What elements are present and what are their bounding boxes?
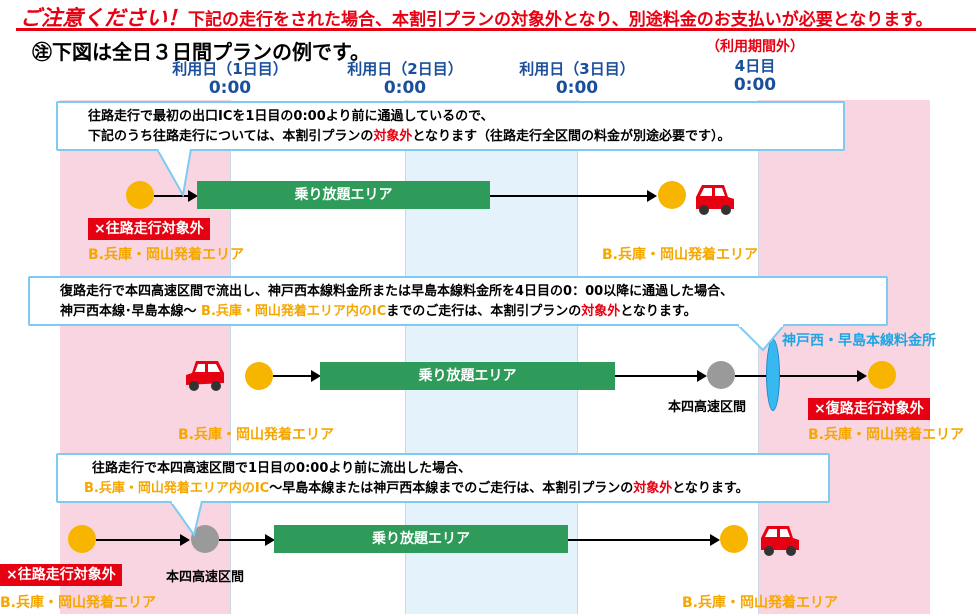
day3-line	[577, 100, 578, 614]
scenario2-honshi-point	[707, 361, 735, 389]
scenario2-exclusion-badge: ×復路走行対象外	[808, 398, 930, 420]
day2-label: 利用日（2日目）0:00	[347, 60, 463, 98]
scenario3-arrow-out	[568, 534, 720, 546]
day1-label: 利用日（1日目）0:00	[172, 60, 288, 98]
scenario3-arrow-mid	[219, 534, 275, 546]
warning-heading: ご注意ください！下記の走行をされた場合、本割引プランの対象外となり、別途料金のお…	[20, 6, 933, 30]
scenario1-pointer	[156, 149, 192, 198]
scenario1-zone: 乗り放題エリア	[197, 181, 490, 209]
scenario2-zone: 乗り放題エリア	[320, 362, 615, 390]
scenario1-start-ic	[126, 181, 154, 209]
day3-label: 利用日（3日目）0:00	[519, 60, 635, 98]
scenario2-area-right: B.兵庫・岡山発着エリア	[808, 427, 964, 443]
scenario3-start-ic	[68, 525, 96, 553]
scenario1-area-right: B.兵庫・岡山発着エリア	[602, 247, 758, 263]
scenario1-exclusion-badge: ×往路走行対象外	[88, 218, 210, 240]
scenario3-area-left: B.兵庫・岡山発着エリア	[0, 595, 156, 611]
scenario2-arrow-mid	[615, 370, 707, 382]
scenario2-car-icon	[186, 361, 224, 391]
scenario2-start-ic	[245, 362, 273, 390]
scenario2-honshi-label: 本四高速区間	[668, 400, 747, 415]
note-mark: ㊟	[32, 40, 52, 64]
scenario1-area-left: B.兵庫・岡山発着エリア	[88, 247, 244, 263]
day2-line	[405, 100, 406, 614]
scenario2-explanation: 復路走行で本四高速区間で流出し、神戸西本線料金所または早島本線料金所を4日目の0…	[28, 276, 888, 326]
scenario3-end-ic	[720, 525, 748, 553]
day4-line	[758, 100, 759, 614]
note-heading: ㊟下図は全日３日間プランの例です。	[32, 40, 370, 64]
scenario2-end-ic	[868, 361, 896, 389]
scenario2-pointer	[736, 324, 786, 352]
scenario1-end-ic	[658, 181, 686, 209]
scenario3-area-right: B.兵庫・岡山発着エリア	[682, 595, 838, 611]
scenario2-arrow-in	[273, 370, 321, 382]
scenario3-explanation: 往路走行で本四高速区間で1日目の0:00より前に流出した場合、 B.兵庫・岡山発…	[56, 453, 830, 503]
scenario3-zone: 乗り放題エリア	[274, 525, 568, 553]
scenario1-car-icon	[696, 185, 734, 215]
scenario1-arrow-out	[490, 190, 657, 202]
scenario3-arrow-in	[96, 534, 190, 546]
scenario3-pointer	[169, 501, 203, 538]
toll-gate-label: 神戸西・早島本線料金所	[782, 333, 936, 349]
warning-underline	[16, 28, 976, 31]
scenario3-car-icon	[761, 526, 799, 556]
day1-line	[230, 100, 231, 614]
scenario2-arrow-out	[735, 370, 867, 382]
scenario1-explanation: 往路走行で最初の出口ICを1日目の0:00より前に通過しているので、 下記のうち…	[56, 101, 845, 151]
scenario1-arrow-in	[154, 190, 198, 202]
scenario2-area-left: B.兵庫・岡山発着エリア	[178, 427, 334, 443]
scenario3-honshi-label: 本四高速区間	[166, 570, 245, 585]
scenario3-exclusion-badge: ×往路走行対象外	[0, 564, 122, 586]
